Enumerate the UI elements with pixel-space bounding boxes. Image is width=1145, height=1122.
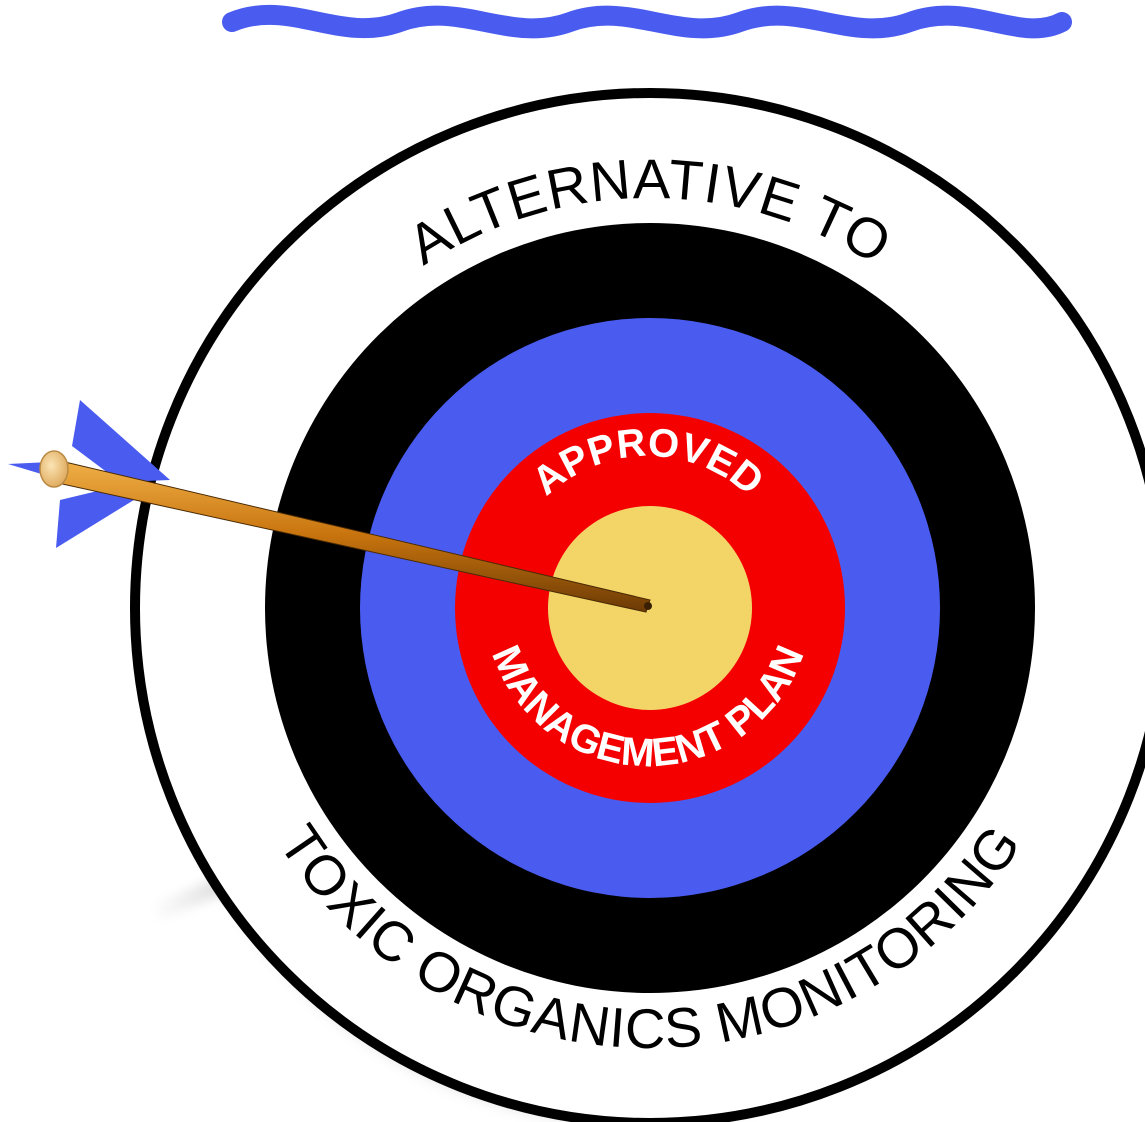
arrow-fletching-bottom: [56, 488, 150, 548]
wave-line-icon: [222, 4, 1072, 39]
arrow-fletching-top: [72, 400, 170, 482]
arrow-shadow: [150, 610, 648, 920]
arrow-nock: [39, 450, 69, 488]
arrow-tip: [644, 602, 652, 610]
arrow-icon: [8, 400, 652, 613]
